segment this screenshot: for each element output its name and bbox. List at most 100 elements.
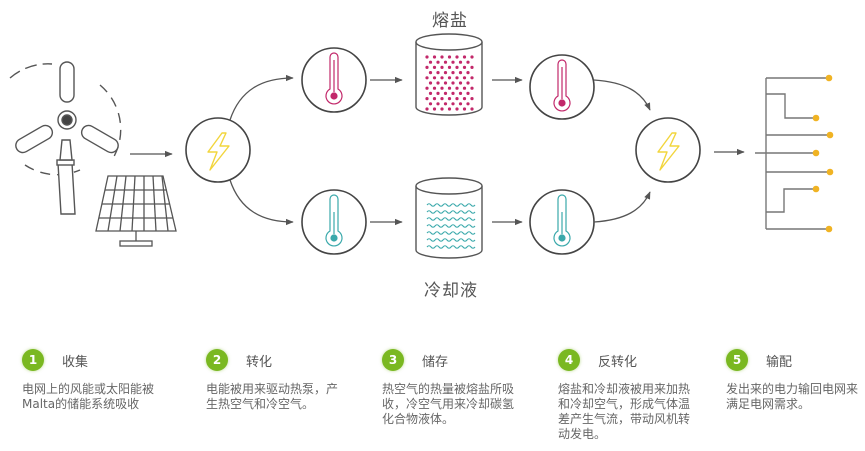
salt-dot <box>432 86 437 90</box>
salt-dot <box>470 55 474 59</box>
salt-dot <box>466 102 470 106</box>
step-title: 反转化 <box>598 354 638 370</box>
salt-dot <box>440 55 444 59</box>
salt-dot <box>470 65 474 69</box>
step-description: 电能被用来驱动热泵，产 生热空气和冷空气。 <box>206 382 339 411</box>
salt-dot <box>443 91 448 95</box>
step-description: 发出来的电力输回电网来 满足电网需求。 <box>726 382 859 411</box>
step-description: 熔盐和冷却液被用来加热 和冷却空气，形成气体温 差产生气流，带动风机转 动发电。 <box>558 382 691 441</box>
salt-dot <box>432 65 437 69</box>
step-number-badge: 5 <box>726 349 748 371</box>
step-description: 热空气的热量被熔盐所吸 收，冷空气用来冷却碳氢 化合物液体。 <box>382 382 515 426</box>
lightning-icon <box>657 132 680 171</box>
salt-dot <box>447 55 452 59</box>
salt-dot <box>455 86 459 90</box>
coolant-label: 冷却液 <box>424 281 478 301</box>
salt-dot <box>428 60 433 64</box>
lightning-icon <box>207 132 230 171</box>
salt-dot <box>466 81 470 85</box>
thermometer-cold-icon <box>325 194 343 247</box>
salt-dot <box>440 86 444 90</box>
step-title: 收集 <box>62 354 89 370</box>
step-title: 储存 <box>422 354 449 370</box>
solar-panel-icon <box>95 175 177 247</box>
molten-salt-tank <box>415 33 483 116</box>
step-title: 转化 <box>246 354 273 370</box>
salt-dot <box>428 102 433 106</box>
hot-node-out <box>529 54 595 120</box>
salt-dot <box>440 65 444 69</box>
salt-dot <box>458 91 463 95</box>
salt-dot <box>455 97 459 101</box>
salt-dot <box>451 81 455 85</box>
wave-line <box>426 245 476 249</box>
salt-dot <box>455 107 459 111</box>
salt-dot <box>458 102 463 106</box>
arrow-hot-to-generator <box>593 79 651 111</box>
salt-dot <box>458 81 463 85</box>
step-title: 输配 <box>766 354 793 370</box>
generator-node <box>635 117 701 183</box>
salt-dot <box>425 97 429 101</box>
salt-dot <box>440 97 444 101</box>
step-3: 3 储存 热空气的热量被熔盐所吸 收，冷空气用来冷却碳氢 化合物液体。 <box>382 340 514 427</box>
wind-turbine-icon <box>9 61 122 215</box>
energy-storage-diagram <box>9 33 834 259</box>
molten-salt-label: 熔盐 <box>432 11 468 31</box>
salt-dot <box>462 97 467 101</box>
salt-dot <box>443 102 448 106</box>
step-number-badge: 3 <box>382 349 404 371</box>
salt-dot <box>458 60 463 64</box>
salt-dot <box>443 81 448 85</box>
step-2: 2 转化 电能被用来驱动热泵，产 生热空气和冷空气。 <box>206 340 338 412</box>
salt-dot <box>455 76 459 80</box>
salt-dot <box>462 65 467 69</box>
wave-line <box>426 217 476 221</box>
salt-dot <box>425 55 429 59</box>
salt-dot <box>455 55 459 59</box>
arrow-to-cold <box>229 179 294 226</box>
salt-dot <box>451 60 455 64</box>
salt-dot <box>440 107 444 111</box>
salt-dot <box>458 71 463 75</box>
step-5: 5 输配 发出来的电力输回电网来 满足电网需求。 <box>726 340 858 412</box>
wave-line <box>426 203 476 207</box>
thermometer-hot-icon <box>325 52 343 105</box>
salt-dot <box>428 71 433 75</box>
step-description: 电网上的风能或太阳能被 Malta的储能系统吸收 <box>22 382 155 411</box>
step-1: 1 收集 电网上的风能或太阳能被 Malta的储能系统吸收 <box>22 340 154 412</box>
salt-dot <box>470 76 474 80</box>
wave-line <box>426 210 476 214</box>
salt-dot <box>428 91 433 95</box>
step-number-badge: 1 <box>22 349 44 371</box>
salt-dot <box>447 107 452 111</box>
power-grid-icon <box>755 74 834 233</box>
salt-dot <box>470 107 474 111</box>
hot-node-in <box>301 47 367 113</box>
salt-dot <box>451 91 455 95</box>
salt-dot <box>466 60 470 64</box>
salt-dot <box>462 86 467 90</box>
salt-dot <box>447 76 452 80</box>
salt-dot <box>470 86 474 90</box>
step-4: 4 反转化 熔盐和冷却液被用来加热 和冷却空气，形成气体温 差产生气流，带动风机… <box>558 340 690 442</box>
salt-dot <box>436 91 440 95</box>
salt-dot <box>425 86 429 90</box>
salt-dot <box>447 97 452 101</box>
salt-dot <box>462 55 467 59</box>
salt-dot <box>425 76 429 80</box>
wave-line <box>426 238 476 242</box>
salt-dot <box>470 97 474 101</box>
salt-dot <box>432 107 437 111</box>
salt-dot <box>436 71 440 75</box>
salt-dot <box>425 107 429 111</box>
wave-line <box>426 231 476 235</box>
salt-dot <box>447 86 452 90</box>
salt-dot <box>451 102 455 106</box>
salt-dot <box>443 71 448 75</box>
salt-dot <box>436 102 440 106</box>
salt-dot <box>432 55 437 59</box>
salt-dot <box>466 91 470 95</box>
salt-dot <box>455 65 459 69</box>
arrow-cold-to-generator <box>593 191 651 223</box>
